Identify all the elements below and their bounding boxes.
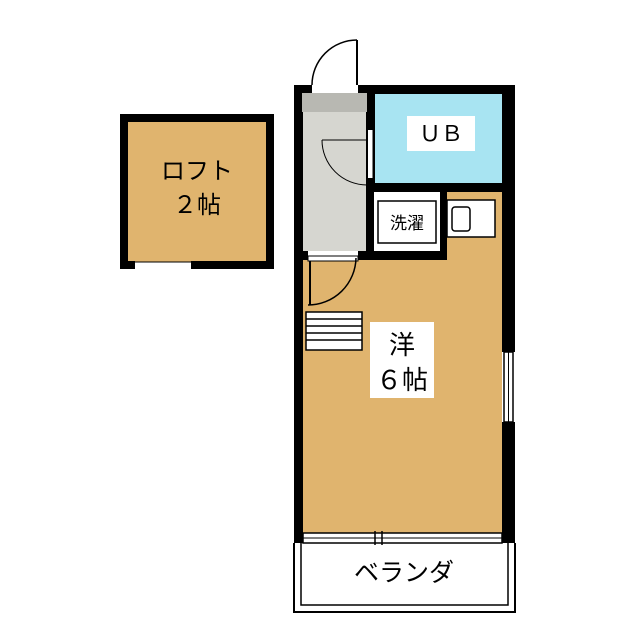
bath-label: ＵＢ <box>407 116 475 151</box>
kitchen-wall-left <box>366 183 374 260</box>
loft-size: ２帖 <box>173 191 221 219</box>
loft-wall-left <box>120 114 128 269</box>
loft-wall-bottom-right <box>191 261 274 269</box>
wall-right-upper <box>502 85 515 352</box>
balcony-name: ベランダ <box>354 558 454 587</box>
loft-wall-right <box>266 114 274 269</box>
entry-step-band <box>302 93 367 112</box>
wall-left <box>294 85 303 543</box>
room-door-swing <box>307 257 357 306</box>
loft-floor <box>127 121 267 262</box>
entry-floor <box>302 93 374 259</box>
entrance-door <box>311 39 358 94</box>
main-room-size: ６帖 <box>376 366 428 396</box>
kitchen-wall-right <box>440 192 447 259</box>
loft-room: ロフト ２帖 <box>120 114 274 269</box>
loft-wall-top <box>120 114 274 122</box>
loft-wall-bottom-left <box>120 261 135 269</box>
sink-icon <box>451 206 471 232</box>
loft-ladder <box>305 311 363 351</box>
wall-top <box>294 85 515 94</box>
main-room-label: 洋 ６帖 <box>370 322 434 398</box>
main-room-name: 洋 <box>389 331 415 361</box>
bath-name: ＵＢ <box>419 122 463 147</box>
bath-door <box>368 130 373 178</box>
washer-space: 洗濯 <box>377 200 437 244</box>
laundry-label: 洗濯 <box>390 214 424 234</box>
balcony: ベランダ <box>293 543 516 613</box>
wall-right-lower <box>502 422 515 543</box>
hall-door-swing <box>321 139 368 186</box>
loft-name: ロフト <box>161 157 233 185</box>
room-door-header <box>307 255 359 262</box>
bath-wall-bottom <box>366 183 510 192</box>
